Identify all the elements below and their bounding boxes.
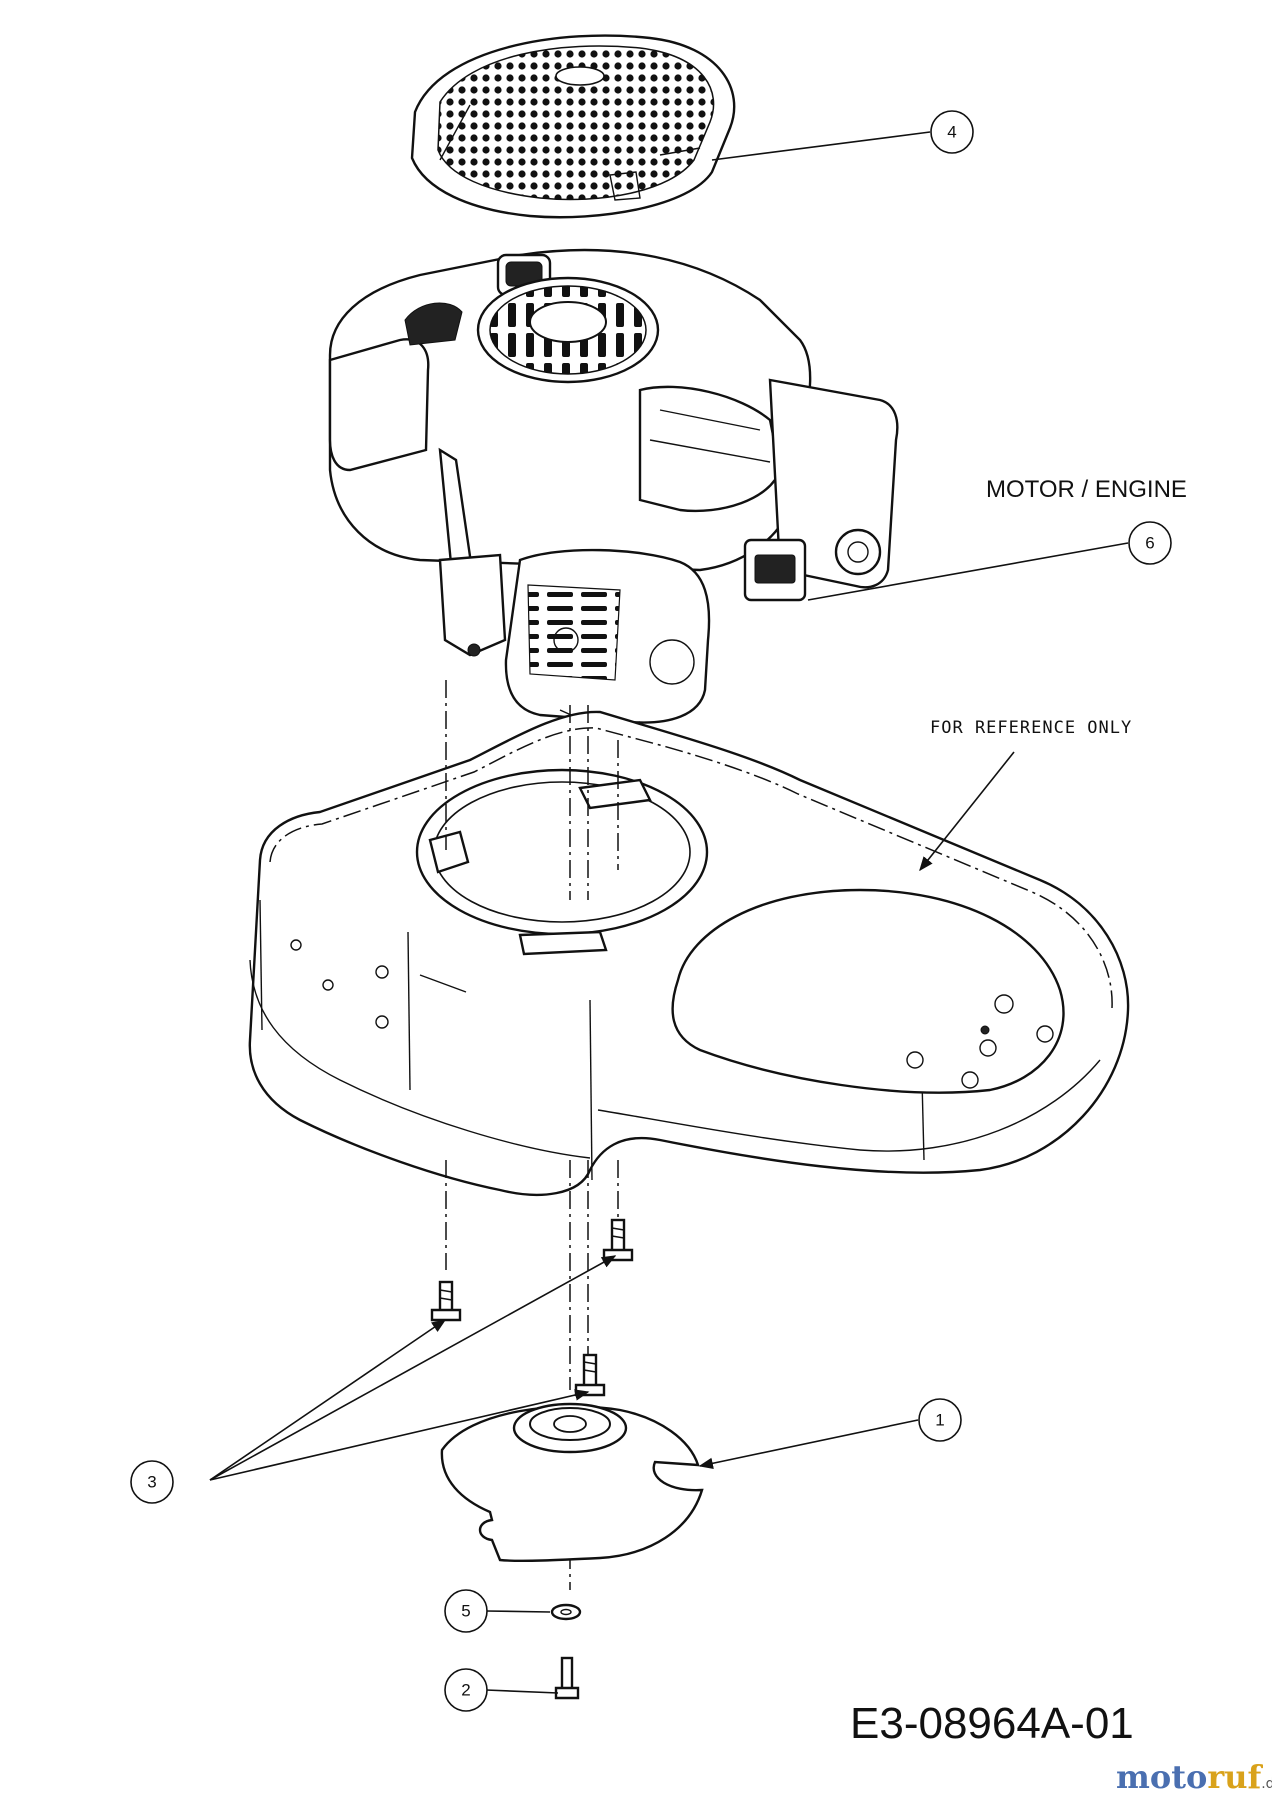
callout-1-number: 1 <box>935 1411 944 1430</box>
callout-4-number: 4 <box>947 123 956 142</box>
drawing-code: E3-08964A-01 <box>850 1699 1134 1748</box>
bolt-left <box>430 1280 462 1322</box>
engine-assembly <box>328 248 899 729</box>
watermark-part1: moto <box>1116 1758 1207 1796</box>
bolt-middle <box>602 1218 634 1262</box>
screw <box>554 1656 580 1700</box>
callout-1: 1 <box>918 1398 962 1442</box>
watermark-logo: motoruf.de <box>1116 1758 1272 1796</box>
callout-5: 5 <box>444 1589 488 1633</box>
reference-note: FOR REFERENCE ONLY <box>930 718 1132 738</box>
callout-4: 4 <box>930 110 974 154</box>
callout-3-number: 3 <box>147 1473 156 1492</box>
callout-5-number: 5 <box>461 1602 470 1621</box>
blade-adapter-plate <box>440 1402 704 1563</box>
callout-6: 6 <box>1128 521 1172 565</box>
callout-2: 2 <box>444 1668 488 1712</box>
callout-6-number: 6 <box>1145 534 1154 553</box>
mower-deck-housing <box>248 710 1130 1196</box>
svg-text:motoruf.de: motoruf.de <box>1116 1758 1272 1796</box>
engine-top-cover <box>410 34 736 219</box>
callout-leaders <box>209 131 1129 1694</box>
bolt-lower <box>574 1353 606 1397</box>
watermark-suffix: .de <box>1261 1776 1272 1792</box>
watermark-part2: ruf <box>1207 1758 1263 1796</box>
callout-3: 3 <box>130 1460 174 1504</box>
callout-2-number: 2 <box>461 1681 470 1700</box>
washer <box>550 1603 582 1621</box>
engine-label: MOTOR / ENGINE <box>986 476 1187 503</box>
